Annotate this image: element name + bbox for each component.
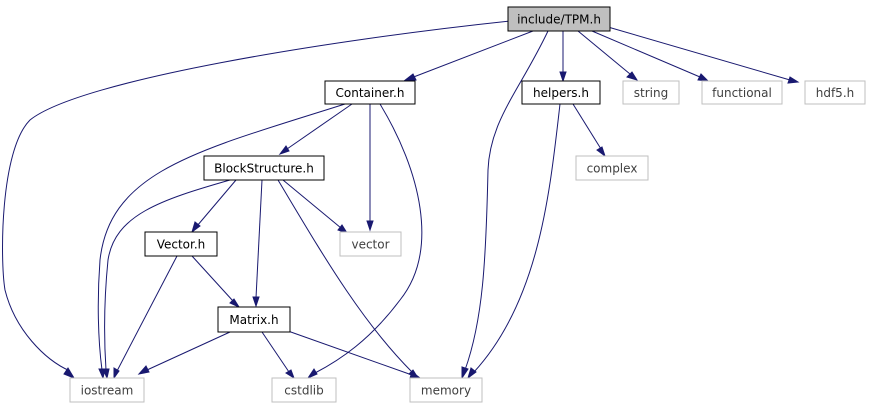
- edge-tpm-container: [402, 30, 534, 82]
- node-string[interactable]: string: [622, 80, 680, 105]
- node-cstdlib[interactable]: cstdlib: [271, 377, 337, 403]
- edge-blockstructure-vectorh: [191, 179, 237, 234]
- edge-tpm-string: [577, 30, 639, 81]
- edge-container-blockstructure: [278, 103, 353, 155]
- edge-tpm-helpers: [559, 31, 567, 83]
- node-tpm-h[interactable]: include/TPM.h: [507, 6, 611, 32]
- node-matrix-h-label: Matrix.h: [229, 313, 278, 327]
- edge-helpers-complex: [572, 103, 606, 158]
- edge-blockstructure-matrix: [252, 179, 263, 308]
- node-vector-h-label: Vector.h: [157, 238, 206, 252]
- node-vector[interactable]: vector: [339, 231, 402, 257]
- node-hdf5-h[interactable]: hdf5.h: [804, 80, 866, 105]
- node-container-h[interactable]: Container.h: [324, 80, 416, 105]
- node-blockstructure-h[interactable]: BlockStructure.h: [203, 155, 325, 181]
- edge-tpm-iostream: [2, 20, 511, 380]
- node-vector-h[interactable]: Vector.h: [144, 231, 218, 257]
- node-string-label: string: [634, 86, 668, 100]
- node-memory[interactable]: memory: [409, 377, 483, 403]
- edge-tpm-hdf5: [607, 26, 800, 84]
- node-iostream[interactable]: iostream: [69, 377, 145, 403]
- node-memory-label: memory: [421, 384, 471, 398]
- node-complex[interactable]: complex: [575, 155, 649, 181]
- node-vector-label: vector: [351, 238, 389, 252]
- edge-tpm-functional: [591, 30, 710, 82]
- edge-matrix-iostream: [137, 331, 231, 375]
- node-helpers-h-label: helpers.h: [533, 86, 589, 100]
- edge-matrix-memory: [287, 330, 422, 379]
- edge-helpers-memory: [467, 103, 561, 380]
- node-cstdlib-label: cstdlib: [284, 384, 323, 398]
- edge-blockstructure-iostream: [102, 179, 231, 380]
- edge-container-cstdlib: [306, 103, 423, 380]
- edge-tpm-memory: [461, 30, 549, 380]
- node-iostream-label: iostream: [81, 384, 134, 398]
- node-container-h-label: Container.h: [336, 86, 405, 100]
- node-tpm-h-label: include/TPM.h: [517, 13, 601, 27]
- node-hdf5-h-label: hdf5.h: [816, 86, 855, 100]
- edge-blockstructure-memory: [277, 179, 420, 380]
- node-complex-label: complex: [587, 162, 638, 176]
- edge-vectorh-iostream: [113, 255, 178, 380]
- edge-matrix-cstdlib: [261, 331, 295, 380]
- edge-vectorh-matrix: [191, 255, 241, 309]
- node-matrix-h[interactable]: Matrix.h: [217, 306, 291, 333]
- node-functional[interactable]: functional: [701, 80, 783, 105]
- nodes: include/TPM.h Container.h helpers.h stri…: [69, 6, 866, 403]
- edges: [2, 20, 800, 380]
- edge-container-vector: [366, 104, 374, 232]
- node-helpers-h[interactable]: helpers.h: [521, 80, 601, 105]
- node-functional-label: functional: [712, 86, 772, 100]
- edge-blockstructure-vector: [282, 179, 349, 234]
- node-blockstructure-h-label: BlockStructure.h: [214, 162, 314, 176]
